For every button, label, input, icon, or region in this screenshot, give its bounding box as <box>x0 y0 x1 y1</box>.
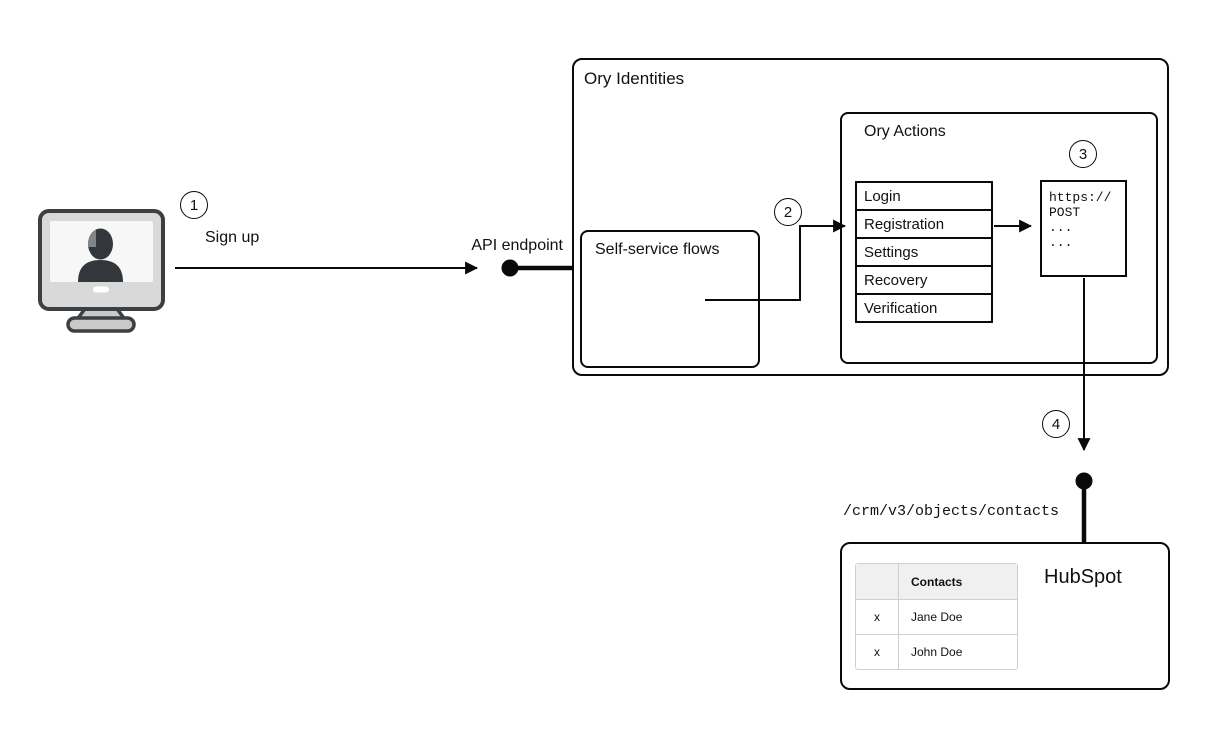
webhook-line-ellipsis-2: ... <box>1049 235 1073 250</box>
contact-mark-cell: x <box>856 599 898 634</box>
self-service-flows-title: Self-service flows <box>595 241 720 258</box>
contact-mark-cell: x <box>856 634 898 669</box>
step-1-badge: 1 <box>180 191 208 219</box>
flow-row-verification: Verification <box>855 293 993 323</box>
flows-list: Login Registration Settings Recovery Ver… <box>855 181 993 323</box>
person-silhouette-icon <box>78 228 123 282</box>
api-endpoint-dot <box>501 259 519 277</box>
webhook-line-ellipsis-1: ... <box>1049 220 1073 235</box>
api-endpoint-label: API endpoint <box>471 237 563 254</box>
step-3-badge: 3 <box>1069 140 1097 168</box>
flow-row-registration: Registration <box>855 209 993 239</box>
contacts-header-cell: Contacts <box>898 564 1017 599</box>
step-4-badge: 4 <box>1042 410 1070 438</box>
contacts-header-empty-cell <box>856 564 898 599</box>
crm-endpoint-path: /crm/v3/objects/contacts <box>843 503 1060 520</box>
ory-actions-title: Ory Actions <box>864 123 946 140</box>
step-2-badge: 2 <box>774 198 802 226</box>
flow-row-recovery: Recovery <box>855 265 993 295</box>
contact-row: x Jane Doe <box>856 599 1017 634</box>
contacts-header-row: Contacts <box>856 564 1017 599</box>
webhook-line-url: https:// <box>1049 190 1112 205</box>
flow-row-settings: Settings <box>855 237 993 267</box>
contact-name-cell: Jane Doe <box>898 599 1017 634</box>
webhook-request-box: https:// POST ... ... <box>1040 180 1127 277</box>
hubspot-box <box>840 542 1170 690</box>
hubspot-title: HubSpot <box>1044 566 1122 588</box>
webhook-line-method: POST <box>1049 205 1081 220</box>
contacts-table: Contacts x Jane Doe x John Doe <box>855 563 1018 670</box>
user-computer-icon <box>38 209 165 333</box>
ory-identities-box <box>572 58 1169 376</box>
hubspot-endpoint-dot <box>1075 472 1093 490</box>
sign-up-label: Sign up <box>205 229 260 246</box>
contact-name-cell: John Doe <box>898 634 1017 669</box>
ory-identities-title: Ory Identities <box>584 69 685 88</box>
flow-row-login: Login <box>855 181 993 211</box>
contact-row: x John Doe <box>856 634 1017 669</box>
